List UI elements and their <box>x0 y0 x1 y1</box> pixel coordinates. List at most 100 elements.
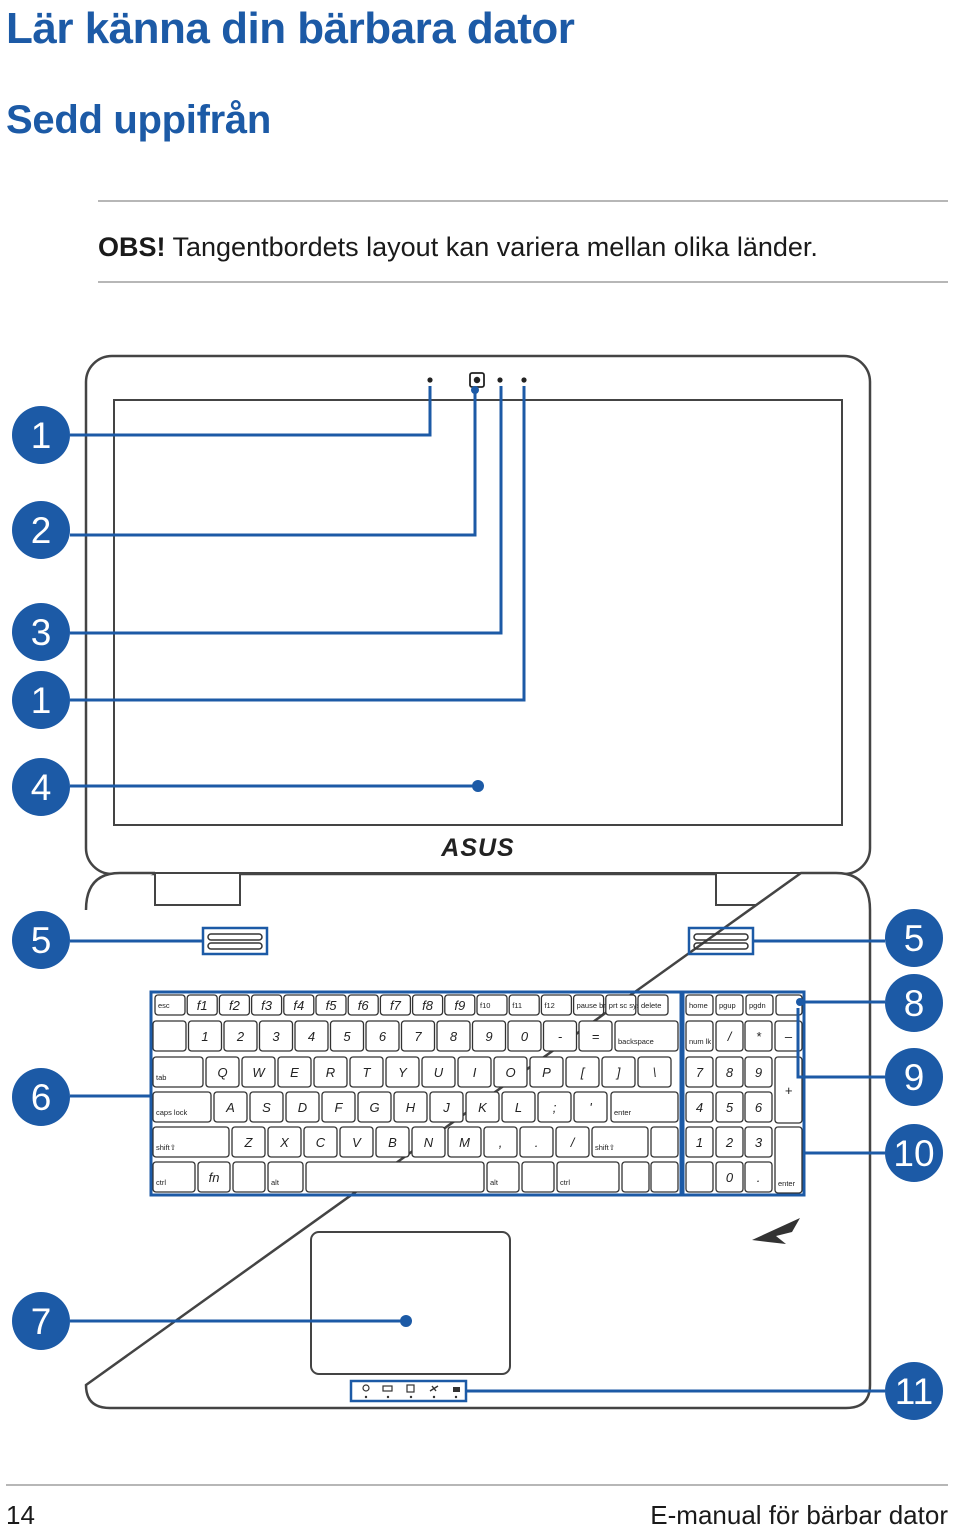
key-up[interactable] <box>650 1126 679 1158</box>
key-n5[interactable]: 5 <box>329 1020 365 1052</box>
key-f3[interactable]: f3 <box>250 994 283 1016</box>
key-np1[interactable]: 1 <box>685 1126 714 1158</box>
key-star[interactable]: * <box>744 1020 773 1052</box>
key-prtsc[interactable]: prt sc sysrq <box>605 994 647 1016</box>
key-l[interactable]: L <box>501 1091 536 1123</box>
key-q[interactable]: Q <box>205 1056 240 1088</box>
key-f9[interactable]: f9 <box>444 994 476 1016</box>
key-equal[interactable]: = <box>578 1020 613 1052</box>
key-plus_np[interactable]: + <box>774 1056 803 1124</box>
key-right[interactable] <box>685 1161 714 1193</box>
key-z[interactable]: Z <box>231 1126 266 1158</box>
key-d[interactable]: D <box>285 1091 320 1123</box>
key-f6[interactable]: f6 <box>347 994 379 1016</box>
key-semicolon[interactable]: ; <box>537 1091 572 1123</box>
key-np6[interactable]: 6 <box>744 1091 773 1123</box>
key-np8[interactable]: 8 <box>715 1056 744 1088</box>
key-numlk[interactable]: num lk <box>685 1020 714 1052</box>
key-i[interactable]: I <box>457 1056 492 1088</box>
key-bracket_r[interactable]: ] <box>601 1056 636 1088</box>
key-g[interactable]: G <box>357 1091 392 1123</box>
key-np7[interactable]: 7 <box>685 1056 714 1088</box>
key-f11[interactable]: f11 <box>508 994 540 1016</box>
key-pgup[interactable]: pgup <box>715 994 744 1016</box>
key-t[interactable]: T <box>349 1056 384 1088</box>
key-period[interactable]: . <box>519 1126 554 1158</box>
key-n9[interactable]: 9 <box>471 1020 507 1052</box>
key-menu[interactable] <box>521 1161 555 1193</box>
key-r[interactable]: R <box>313 1056 348 1088</box>
key-backslash[interactable]: \ <box>637 1056 672 1088</box>
key-f8[interactable]: f8 <box>411 994 444 1016</box>
key-k[interactable]: K <box>465 1091 500 1123</box>
key-j[interactable]: J <box>429 1091 464 1123</box>
key-fn[interactable]: fn <box>197 1161 231 1193</box>
key-f7[interactable]: f7 <box>379 994 412 1016</box>
key-n0[interactable]: 0 <box>507 1020 542 1052</box>
key-tab[interactable]: tab <box>152 1056 204 1088</box>
key-shift_l[interactable]: shift⇧ <box>152 1126 230 1158</box>
key-minus[interactable]: - <box>542 1020 578 1052</box>
key-np0[interactable]: 0 <box>715 1161 744 1193</box>
key-down[interactable] <box>650 1161 679 1193</box>
key-space[interactable] <box>305 1161 485 1193</box>
key-pgdn[interactable]: pgdn <box>745 994 774 1016</box>
key-n4[interactable]: 4 <box>294 1020 329 1052</box>
key-n6[interactable]: 6 <box>365 1020 400 1052</box>
key-f12[interactable]: f12 <box>540 994 573 1016</box>
key-f[interactable]: F <box>321 1091 356 1123</box>
key-n7[interactable]: 7 <box>400 1020 436 1052</box>
key-slash[interactable]: / <box>555 1126 590 1158</box>
key-shift_r[interactable]: shift⇧ <box>591 1126 649 1158</box>
key-esc[interactable]: esc <box>154 994 186 1016</box>
key-b[interactable]: B <box>375 1126 410 1158</box>
key-enter[interactable]: enter <box>610 1091 679 1123</box>
key-h[interactable]: H <box>393 1091 428 1123</box>
key-y[interactable]: Y <box>385 1056 420 1088</box>
key-np5[interactable]: 5 <box>715 1091 744 1123</box>
key-alt_r[interactable]: alt <box>486 1161 520 1193</box>
key-pause[interactable]: pause break <box>572 994 619 1016</box>
key-n3[interactable]: 3 <box>258 1020 294 1052</box>
key-s[interactable]: S <box>249 1091 284 1123</box>
key-f1[interactable]: f1 <box>186 994 218 1016</box>
key-ctrl_r[interactable]: ctrl <box>556 1161 620 1193</box>
key-backtick[interactable] <box>152 1020 187 1052</box>
key-f10[interactable]: f10 <box>476 994 508 1016</box>
key-slash_np[interactable]: / <box>715 1020 744 1052</box>
key-x[interactable]: X <box>267 1126 302 1158</box>
key-n8[interactable]: 8 <box>436 1020 471 1052</box>
key-home[interactable]: home <box>685 994 714 1016</box>
key-capslock[interactable]: caps lock <box>152 1091 212 1123</box>
key-backspace[interactable]: backspace <box>614 1020 679 1052</box>
key-win[interactable] <box>232 1161 266 1193</box>
key-np_del[interactable]: . <box>744 1161 773 1193</box>
key-np2[interactable]: 2 <box>715 1126 744 1158</box>
key-bracket_l[interactable]: [ <box>565 1056 600 1088</box>
key-m[interactable]: M <box>447 1126 482 1158</box>
key-a[interactable]: A <box>213 1091 248 1123</box>
key-n1[interactable]: 1 <box>187 1020 223 1052</box>
key-p[interactable]: P <box>529 1056 564 1088</box>
key-f5[interactable]: f5 <box>315 994 347 1016</box>
key-ctrl_l[interactable]: ctrl <box>152 1161 196 1193</box>
key-c[interactable]: C <box>303 1126 338 1158</box>
key-w[interactable]: W <box>241 1056 276 1088</box>
key-n2[interactable]: 2 <box>223 1020 258 1052</box>
key-v[interactable]: V <box>339 1126 374 1158</box>
key-np4[interactable]: 4 <box>685 1091 714 1123</box>
key-delete[interactable]: delete <box>637 994 669 1016</box>
key-np3[interactable]: 3 <box>744 1126 773 1158</box>
key-f4[interactable]: f4 <box>283 994 315 1016</box>
key-f2[interactable]: f2 <box>218 994 251 1016</box>
key-u[interactable]: U <box>421 1056 456 1088</box>
key-o[interactable]: O <box>493 1056 528 1088</box>
key-alt_l[interactable]: alt <box>267 1161 304 1193</box>
key-comma[interactable]: , <box>483 1126 518 1158</box>
key-e[interactable]: E <box>277 1056 312 1088</box>
key-n[interactable]: N <box>411 1126 446 1158</box>
key-enter_np[interactable]: enter <box>774 1126 803 1194</box>
key-np9[interactable]: 9 <box>744 1056 773 1088</box>
key-quote[interactable]: ' <box>573 1091 608 1123</box>
key-minus_np[interactable]: – <box>774 1020 803 1052</box>
